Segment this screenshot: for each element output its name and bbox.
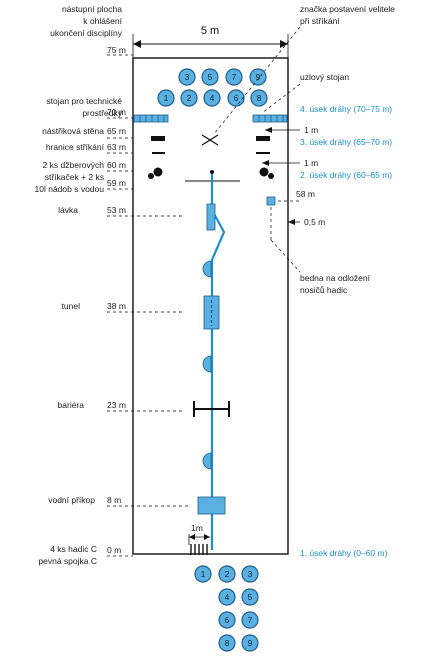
section-1-label: 1. úsek dráhy (0–60 m)	[300, 548, 388, 558]
gap-05m: 0,5 m	[304, 217, 325, 227]
position-circle	[203, 89, 221, 107]
mark-59: 59 m	[107, 178, 126, 188]
bottom-positions: 1 2 3 4 5 6 7 8 9	[194, 565, 259, 652]
position-number: 7	[248, 615, 253, 625]
position-number: 4	[210, 93, 215, 103]
position-circle	[180, 89, 198, 107]
extinguishers	[148, 167, 274, 179]
position-number: 3	[185, 72, 190, 82]
mark-65: 65 m	[107, 126, 126, 136]
section-4-label: 4. úsek dráhy (70–75 m)	[300, 104, 392, 114]
position-circle	[249, 68, 267, 86]
mark-23: 23 m	[107, 400, 126, 410]
hoses-label-1: 4 ks hadic C	[50, 544, 97, 554]
bench-label: lávka	[58, 205, 78, 215]
gap-1m-b: 1 m	[304, 158, 318, 168]
position-circle	[241, 588, 259, 606]
top-positions: 3 5 7 9 1 2 4 6 8	[157, 68, 268, 107]
position-circle	[241, 634, 259, 652]
mark-8: 8 m	[107, 495, 121, 505]
mark-58: 58 m	[296, 189, 315, 199]
mark-53: 53 m	[107, 205, 126, 215]
water-ditch	[197, 496, 226, 515]
track-outline	[132, 57, 289, 555]
barrier	[193, 401, 230, 417]
position-number: 1	[201, 569, 206, 579]
position-circle	[218, 588, 236, 606]
wall-markers	[202, 260, 212, 470]
hoses-label-2: pevná spojka C	[38, 556, 97, 566]
width-label: 5 m	[201, 25, 219, 37]
section-3-label: 3. úsek dráhy (65–70 m)	[300, 137, 392, 147]
mark-60: 60 m	[107, 160, 126, 170]
position-number: 5	[248, 592, 253, 602]
position-circle	[218, 611, 236, 629]
hose-line	[210, 172, 226, 550]
position-circle	[225, 68, 243, 86]
right-annotations: značka postavení velitele při stříkání u…	[213, 4, 395, 558]
position-number: 1	[164, 93, 169, 103]
hose-end	[210, 170, 214, 174]
barrier-label: bariéra	[58, 400, 85, 410]
start-area-label-3: ukončení disciplíny	[50, 28, 123, 38]
position-circle	[218, 565, 236, 583]
left-labels: nástupní plocha k ohlášení ukončení disc…	[35, 4, 123, 566]
section-2-label: 2. úsek dráhy (60–65 m)	[300, 170, 392, 180]
distance-marks: 75 m 70 m 65 m 63 m 60 m 59 m 53 m 38 m …	[107, 45, 190, 557]
position-circle	[250, 89, 268, 107]
position-number: 6	[225, 615, 230, 625]
mark-70: 70 m	[107, 107, 126, 117]
hose-gap-label: 1m	[191, 523, 203, 533]
commander-mark-label-1: značka postavení velitele	[300, 4, 395, 14]
mark-63: 63 m	[107, 142, 126, 152]
position-number: 8	[225, 638, 230, 648]
position-circle	[218, 634, 236, 652]
start-area-label-2: k ohlášení	[83, 16, 122, 26]
mark-0: 0 m	[107, 545, 121, 555]
position-number: 6	[234, 93, 239, 103]
bench	[206, 203, 216, 231]
position-number: 3	[248, 569, 253, 579]
position-circle	[194, 565, 212, 583]
ditch-label: vodní příkop	[48, 495, 95, 505]
extinguishers-label-1: 2 ks džberových	[43, 160, 105, 170]
position-number: 5	[208, 72, 213, 82]
position-circle	[157, 89, 175, 107]
tech-stand-label-1: stojan pro technické	[46, 96, 122, 106]
spray-wall-label: nástřiková stěna	[42, 126, 104, 136]
spray-limit-label: hranice stříkání	[46, 142, 105, 152]
position-circle	[201, 68, 219, 86]
position-number: 4	[225, 592, 230, 602]
tunnel	[203, 295, 220, 330]
mark-38: 38 m	[107, 301, 126, 311]
tunnel-label: tunel	[62, 301, 81, 311]
position-number: 2	[225, 569, 230, 579]
box-label-2: nosičů hadic	[300, 285, 348, 295]
mark-75: 75 m	[107, 45, 126, 55]
position-number: 7	[232, 72, 237, 82]
width-dimension: 5 m	[132, 25, 289, 58]
tech-stands	[133, 114, 288, 123]
position-circle	[178, 68, 196, 86]
position-number: 2	[187, 93, 192, 103]
position-number: 8	[257, 93, 262, 103]
node-stand-label: uzlový stojan	[300, 72, 349, 82]
position-number: 9	[256, 72, 261, 82]
commander-mark-label-2: při stříkání	[300, 16, 340, 26]
position-circle	[241, 611, 259, 629]
position-circle	[241, 565, 259, 583]
hoses-start: 1m	[188, 523, 210, 555]
gap-1m-a: 1 m	[304, 125, 318, 135]
spray-targets	[151, 134, 270, 154]
box-label-1: bedna na odložení	[300, 273, 371, 283]
start-area-label-1: nástupní plocha	[62, 4, 122, 14]
tech-stand-label-2: prostředky	[82, 108, 122, 118]
position-number: 9	[248, 638, 253, 648]
extinguishers-label-2: stříkaček + 2 ks	[45, 172, 104, 182]
extinguishers-label-3: 10l nádob s vodou	[35, 184, 105, 194]
